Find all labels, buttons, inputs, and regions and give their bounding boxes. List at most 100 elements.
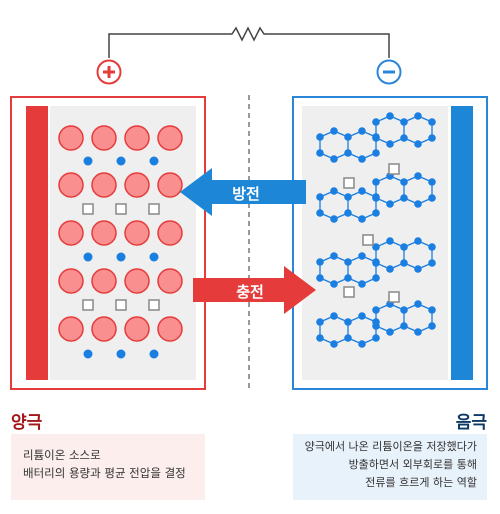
cathode-particle [124,172,150,198]
graphite-atom [330,252,338,260]
cathode-description: 리튬이온 소스로 배터리의 용량과 평균 전압을 결정 [11,434,205,500]
lithium-ion-dot [83,156,93,166]
intercalation-site [343,177,355,189]
anode-current-collector [451,106,473,380]
graphite-atom [330,340,338,348]
graphite-atom [400,134,408,142]
cathode-particle [58,268,84,294]
lithium-ion-dot [149,252,159,262]
anode-line-1: 양극에서 나온 리튬이온을 저장했다가 [304,440,477,453]
graphite-atom [316,334,324,342]
graphite-atom [316,193,324,201]
lithium-ion-dot [83,349,93,359]
graphite-atom [344,133,352,141]
cathode-particle [157,172,183,198]
graphite-atom [330,187,338,195]
graphite-atom [400,322,408,330]
graphite-atom [428,118,436,126]
graphite-atom [414,172,422,180]
graphite-atom [330,280,338,288]
cathode-particle [58,172,84,198]
graphite-atom [372,194,380,202]
graphite-atom [400,194,408,202]
graphite-atom [414,140,422,148]
graphite-atom [358,280,366,288]
graphite-atom [330,312,338,320]
graphite-atom [316,149,324,157]
graphite-atom [400,118,408,126]
battery-diagram: 방전 충전 [10,26,488,390]
graphite-atom [372,243,380,251]
cathode-particle [58,316,84,342]
graphite-atom [344,274,352,282]
graphite-atom [344,209,352,217]
lithium-ion-dot [116,156,126,166]
negative-terminal [376,59,402,85]
graphite-atom [316,133,324,141]
graphite-atom [372,209,380,217]
cathode-particle [58,220,84,246]
anode-description: 양극에서 나온 리튬이온을 저장했다가 방출하면서 외부회로를 통해 전류를 흐… [293,434,487,500]
cathode-particle [157,125,183,151]
lithium-ion-dot [116,349,126,359]
graphite-atom [414,300,422,308]
cathode-particle [91,268,117,294]
graphite-atom [372,274,380,282]
cathode-particle [91,172,117,198]
cathode-particle [91,220,117,246]
graphite-atom [358,340,366,348]
charge-arrow: 충전 [193,266,316,314]
cathode-particle [58,125,84,151]
graphite-atom [330,127,338,135]
graphite-atom [358,312,366,320]
anode-panel [292,96,488,390]
cathode-panel [10,96,206,390]
graphite-atom [344,258,352,266]
cathode-line-2: 배터리의 용량과 평균 전압을 결정 [23,466,186,480]
cathode-particle [157,316,183,342]
cathode-particle [91,316,117,342]
cathode-particle [157,220,183,246]
vacancy-square [82,203,94,215]
graphite-atom [386,200,394,208]
vacancy-square [148,299,160,311]
cathode-particle [124,220,150,246]
graphite-atom [344,193,352,201]
graphite-atom [358,127,366,135]
charge-label: 충전 [236,283,264,301]
cathode-particle [124,125,150,151]
vacancy-square [148,203,160,215]
intercalation-site [388,163,400,175]
graphite-atom [358,155,366,163]
graphite-atom [316,258,324,266]
graphite-atom [372,306,380,314]
anode-line-2: 방출하면서 외부회로를 통해 [348,458,477,471]
cathode-particle [124,316,150,342]
graphite-atom [400,178,408,186]
cathode-title: 양극 [11,413,43,433]
graphite-atom [358,215,366,223]
graphite-atom [414,112,422,120]
graphite-atom [386,112,394,120]
lithium-ion-dot [149,349,159,359]
graphite-atom [316,209,324,217]
positive-terminal [96,59,122,85]
graphite-atom [400,259,408,267]
graphite-atom [316,274,324,282]
graphite-atom [358,187,366,195]
graphite-atom [386,265,394,273]
graphite-atom [428,243,436,251]
intercalation-site [388,291,400,303]
discharge-label: 방전 [232,185,260,203]
graphite-atom [400,243,408,251]
discharge-arrow: 방전 [180,168,306,216]
graphite-atom [400,306,408,314]
graphite-atom [316,318,324,326]
lithium-ion-dot [149,156,159,166]
graphite-atom [372,118,380,126]
graphite-atom [428,178,436,186]
graphite-atom [414,328,422,336]
graphite-atom [372,259,380,267]
cathode-particle [157,268,183,294]
anode-title: 음극 [455,413,487,433]
